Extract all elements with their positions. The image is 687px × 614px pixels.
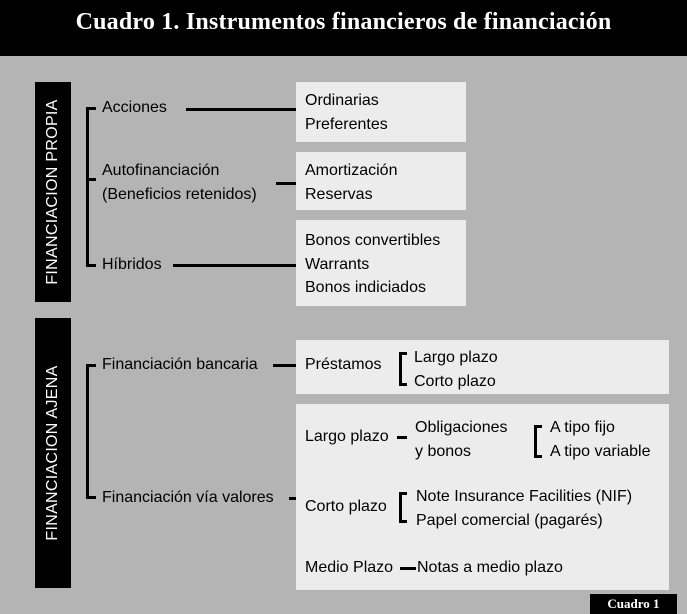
bancaria-item-corto-plazo: Corto plazo [414,373,496,390]
bracket-ajena-tick-valores [86,496,96,499]
hibridos-item-bonos-convertibles: Bonos convertibles [305,232,441,249]
bancaria-item-largo-plazo: Largo plazo [414,349,498,366]
valores-label: Financiación vía valores [102,489,274,506]
sidebar-propia-label: FINANCIACION PROPIA [44,99,61,285]
corto-bracket-vertical [399,492,402,523]
valores-connector [289,497,296,500]
tipo-bracket-bottom [534,455,542,458]
bancaria-box [296,340,669,394]
bracket-propia-tick-autofin [86,178,96,181]
valores-corto-label: Corto plazo [305,498,387,515]
autofin-box [296,152,466,210]
acciones-item-preferentes: Preferentes [305,116,388,133]
bancaria-connector [273,364,296,367]
bracket-ajena-vertical [86,364,89,499]
sidebar-ajena-label: FINANCIACION AJENA [44,365,61,541]
obligaciones-line2: y bonos [415,443,472,460]
bracket-propia-tick-acciones [86,107,96,110]
corto-bracket-bottom [399,520,407,523]
valores-box [296,404,669,590]
hibridos-box [296,220,466,306]
medio-connector [400,567,416,570]
tipo-item-variable: A tipo variable [550,443,651,460]
acciones-box [296,82,466,142]
sidebar-ajena: FINANCIACION AJENA [35,318,71,588]
tipo-bracket-vertical [534,425,537,458]
bancaria-label: Financiación bancaria [102,356,258,373]
bracket-ajena-tick-bancaria [86,364,96,367]
sidebar-propia: FINANCIACION PROPIA [35,82,71,302]
acciones-label: Acciones [102,99,167,116]
valores-largo-label: Largo plazo [305,428,389,445]
valores-medio-label: Medio Plazo [305,559,394,576]
corto-item-papel-comercial: Papel comercial (pagarés) [416,512,603,529]
prestamos-bracket-top [399,352,407,355]
tipo-bracket-top [534,425,542,428]
prestamos-label: Préstamos [305,356,382,373]
diagram-title: Cuadro 1. Instrumentos financieros de fi… [75,9,612,35]
tipo-item-fijo: A tipo fijo [550,419,615,436]
obligaciones-line1: Obligaciones [415,419,508,436]
title-bar [0,0,687,56]
hibridos-connector [173,264,296,267]
acciones-item-ordinarias: Ordinarias [305,92,379,109]
autofin-label-line2: (Beneficios retenidos) [102,186,257,203]
autofin-label-line1: Autofinanciación [102,162,220,179]
autofin-item-amortizacion: Amortización [305,162,398,179]
bracket-propia-vertical [86,107,89,267]
acciones-connector [186,108,296,111]
hibridos-item-bonos-indiciados: Bonos indiciados [305,279,426,296]
corto-bracket-top [399,492,407,495]
autofin-item-reservas: Reservas [305,186,373,203]
bracket-propia-tick-hibridos [86,264,96,267]
hibridos-label: Híbridos [102,256,162,273]
medio-item-notas: Notas a medio plazo [417,559,563,576]
footer-label: Cuadro 1 [590,594,677,614]
hibridos-item-warrants: Warrants [305,256,370,273]
prestamos-bracket-vertical [399,352,402,386]
valores-largo-dash [397,436,407,439]
autofin-connector [276,182,296,185]
prestamos-bracket-bottom [399,383,407,386]
corto-item-nif: Note Insurance Facilities (NIF) [416,488,633,505]
